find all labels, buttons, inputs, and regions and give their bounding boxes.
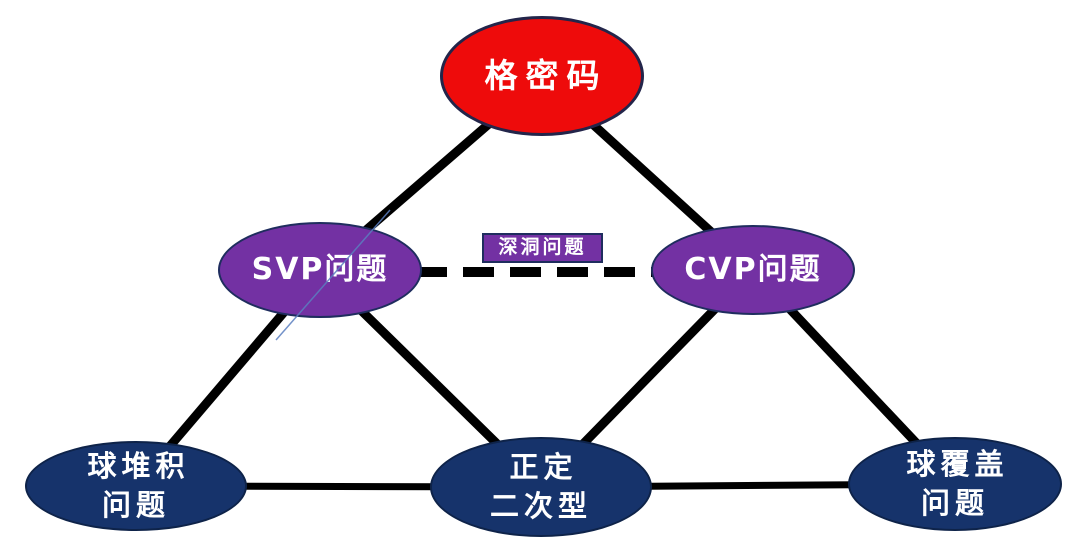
node-lattice-cryptography: 格密码: [440, 16, 644, 136]
node-cvp-label: CVP问题: [684, 251, 822, 287]
node-packing-label: 球堆积 问题: [87, 448, 190, 522]
node-deep-hole-problem: 深洞问题: [482, 233, 603, 263]
node-deephole-label: 深洞问题: [498, 236, 587, 259]
node-cvp-problem: CVP问题: [651, 225, 855, 315]
node-positive-definite-quadratic-form: 正定 二次型: [430, 437, 652, 537]
node-sphere-packing-problem: 球堆积 问题: [25, 441, 247, 531]
node-sphere-covering-problem: 球覆盖 问题: [848, 437, 1062, 531]
node-svp-label: SVP问题: [251, 251, 389, 287]
node-covering-label: 球覆盖 问题: [906, 446, 1009, 520]
node-lattice-label: 格密码: [484, 55, 608, 95]
node-quadratic-label: 正定 二次型: [489, 449, 592, 523]
node-svp-problem: SVP问题: [218, 222, 422, 318]
